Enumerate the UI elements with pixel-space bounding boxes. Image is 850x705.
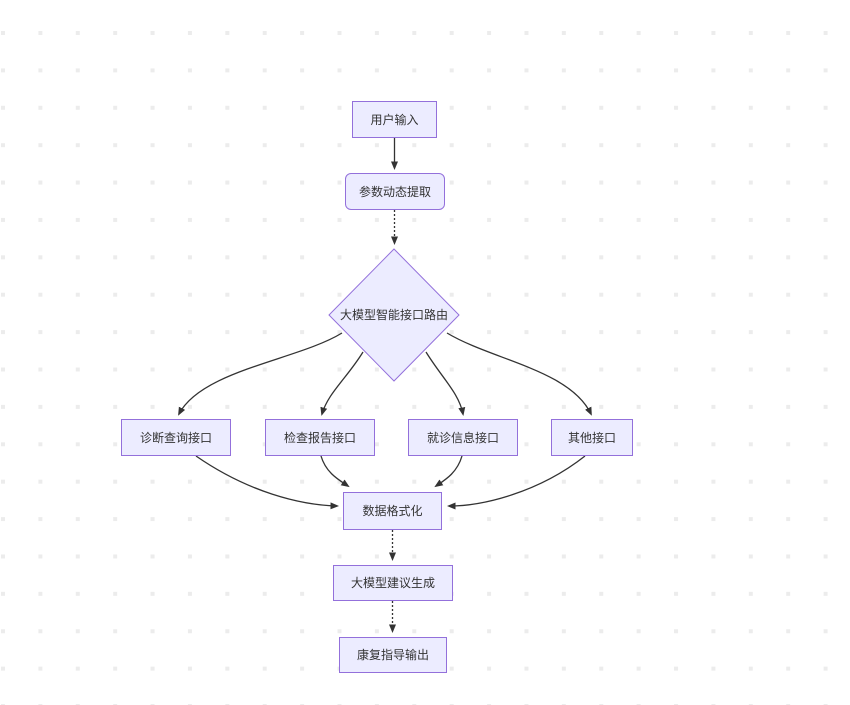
edge-router-to-other-api: [446, 332, 592, 416]
edge-diagnosis-api-to-formatter: [195, 455, 339, 510]
node-report-api: 检查报告接口: [265, 419, 375, 456]
node-formatter-label: 数据格式化: [362, 504, 423, 518]
node-output-label: 康复指导输出: [356, 648, 429, 662]
node-param-extract: 参数动态提取: [345, 173, 445, 210]
edge-router-to-diagnosis-api: [178, 332, 343, 416]
node-visit-api-label: 就诊信息接口: [426, 430, 499, 445]
edge-other-api-to-formatter: [447, 455, 586, 510]
node-report-api-label: 检查报告接口: [283, 430, 356, 445]
node-router-diamond-shape: [328, 248, 460, 382]
node-formatter: 数据格式化: [343, 492, 442, 530]
node-diagnosis-api-label: 诊断查询接口: [139, 430, 212, 445]
edge-visit-api-to-formatter: [434, 455, 463, 488]
node-user-input-label: 用户输入: [370, 112, 419, 127]
node-visit-api: 就诊信息接口: [408, 419, 518, 456]
node-diagnosis-api: 诊断查询接口: [121, 419, 231, 456]
edge-report-api-to-formatter: [320, 455, 350, 488]
edge-router-to-report-api: [320, 351, 364, 416]
node-output: 康复指导输出: [339, 637, 447, 673]
node-suggestion-label: 大模型建议生成: [350, 576, 435, 590]
node-other-api-label: 其他接口: [567, 430, 616, 445]
node-param-extract-label: 参数动态提取: [358, 184, 431, 199]
node-user-input: 用户输入: [352, 101, 437, 138]
node-other-api: 其他接口: [551, 419, 633, 456]
node-router-label: 大模型智能接口路由: [339, 308, 448, 322]
edge-router-to-visit-api: [425, 351, 466, 416]
node-router: 大模型智能接口路由: [324, 303, 464, 327]
node-suggestion: 大模型建议生成: [333, 565, 453, 601]
